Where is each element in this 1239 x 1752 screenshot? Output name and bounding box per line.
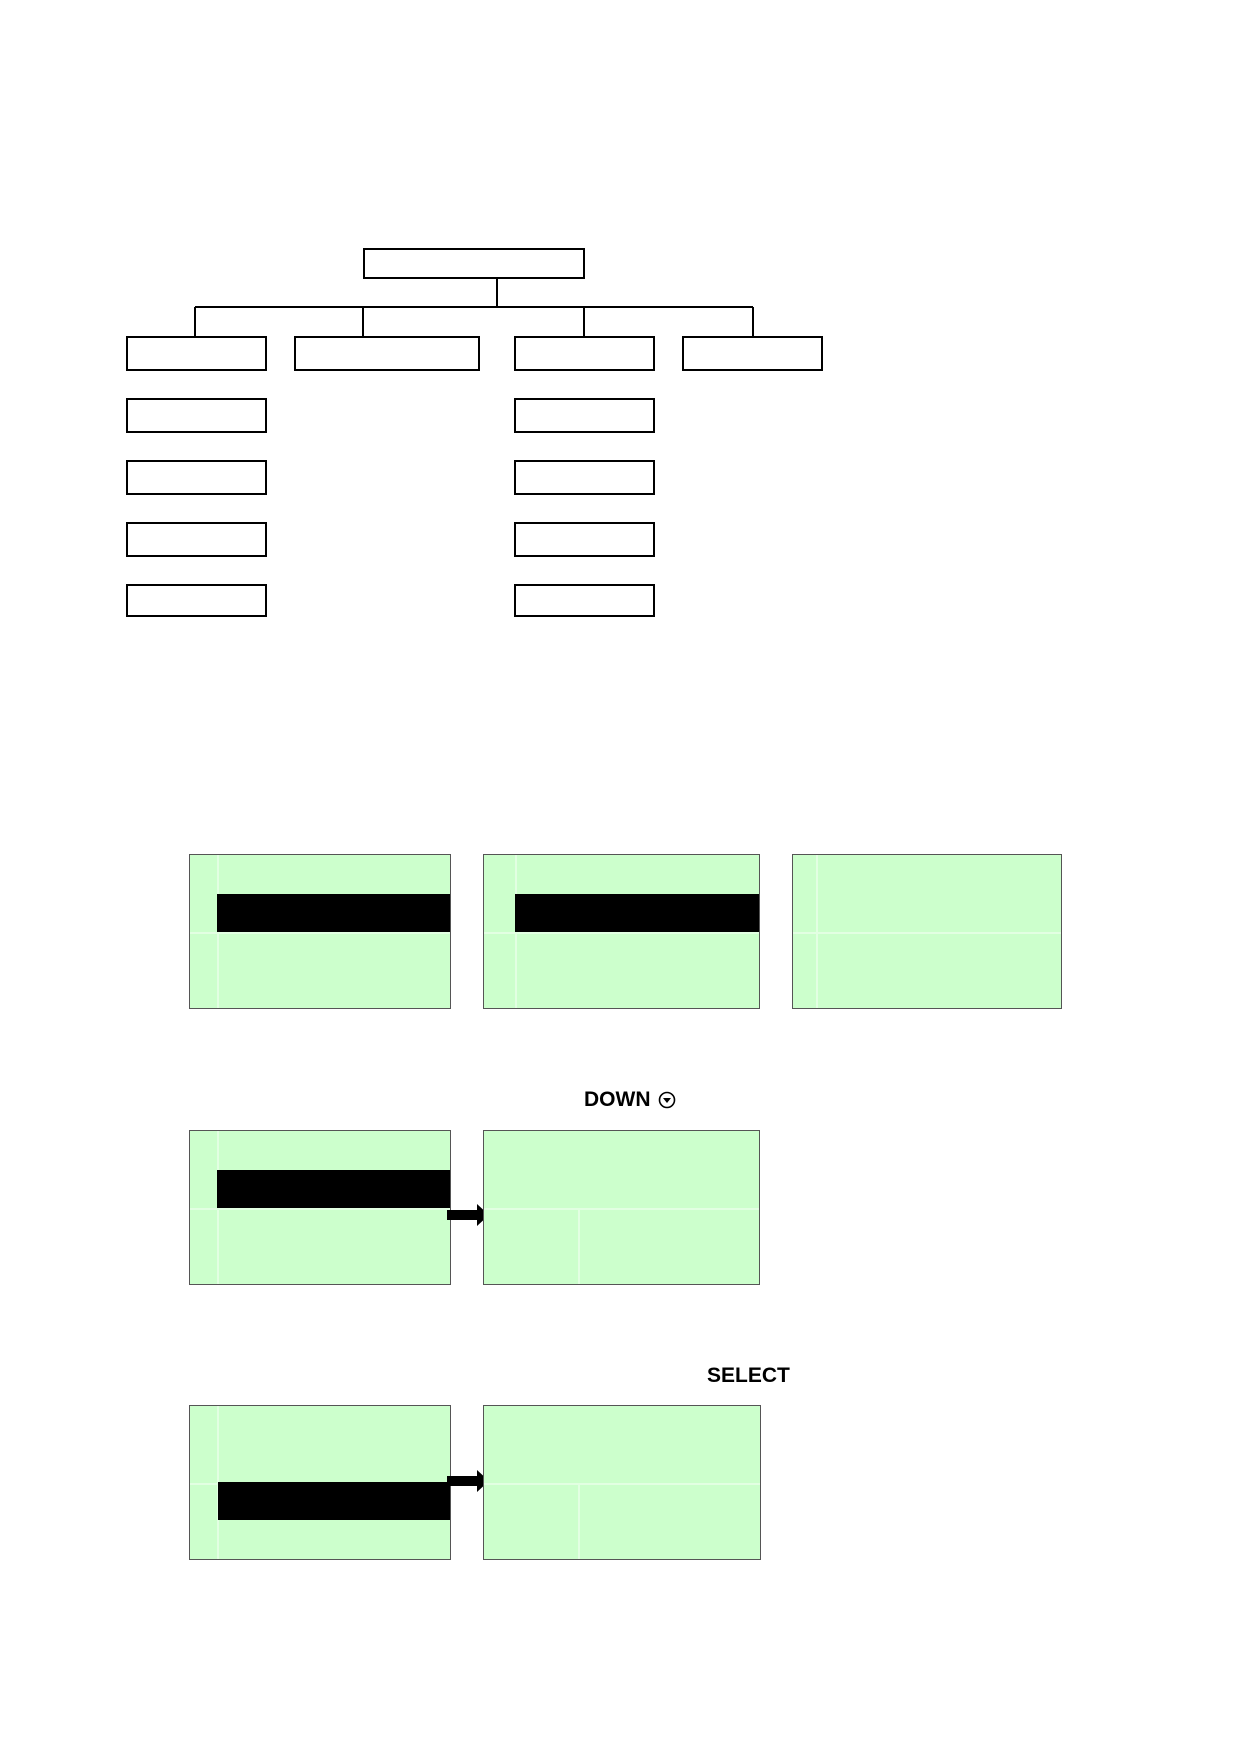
- tree-column-3-child-box: [514, 460, 655, 495]
- menu-tree-diagram: [126, 248, 823, 617]
- lcd-row-divider: [793, 932, 1061, 934]
- lcd-screen: [483, 1130, 760, 1285]
- lcd-row-divider: [484, 1208, 759, 1210]
- lcd-highlight-bar: [218, 1482, 450, 1520]
- lcd-screen: [189, 854, 451, 1009]
- lcd-screen: [792, 854, 1062, 1009]
- right-arrow-icon: [447, 1204, 489, 1226]
- lcd-screen: [189, 1130, 451, 1285]
- lcd-highlight-bar: [217, 1170, 450, 1208]
- tree-column-3-child-box: [514, 398, 655, 433]
- lcd-column-guide: [578, 1483, 580, 1559]
- lcd-highlight-bar: [515, 894, 759, 932]
- select-key-text: SELECT: [707, 1364, 790, 1387]
- tree-column-1-child-box: [126, 460, 267, 495]
- tree-column-3-child-box: [514, 584, 655, 617]
- lcd-row-divider: [484, 1483, 760, 1485]
- tree-column-2-box: [294, 336, 480, 371]
- lcd-column-guide: [816, 855, 818, 1008]
- lcd-screen: [189, 1405, 451, 1560]
- tree-root-box: [363, 248, 585, 279]
- lcd-screen: [483, 854, 760, 1009]
- tree-column-1-box: [126, 336, 267, 371]
- tree-column-3-child-box: [514, 522, 655, 557]
- right-arrow-icon: [447, 1470, 489, 1492]
- lcd-highlight-bar: [217, 894, 450, 932]
- tree-column-1-child-box: [126, 398, 267, 433]
- tree-column-3-box: [514, 336, 655, 371]
- lcd-row-divider: [484, 932, 759, 934]
- down-key-text: DOWN: [584, 1088, 651, 1111]
- lcd-column-guide: [578, 1208, 580, 1284]
- lcd-row-divider: [190, 1208, 450, 1210]
- tree-column-1-child-box: [126, 522, 267, 557]
- down-circle-icon: [658, 1091, 675, 1109]
- lcd-row-divider: [190, 932, 450, 934]
- tree-column-1-child-box: [126, 584, 267, 617]
- down-key-label: DOWN: [584, 1088, 676, 1112]
- tree-column-4-box: [682, 336, 823, 371]
- select-key-label: SELECT: [707, 1364, 790, 1388]
- lcd-screen: [483, 1405, 761, 1560]
